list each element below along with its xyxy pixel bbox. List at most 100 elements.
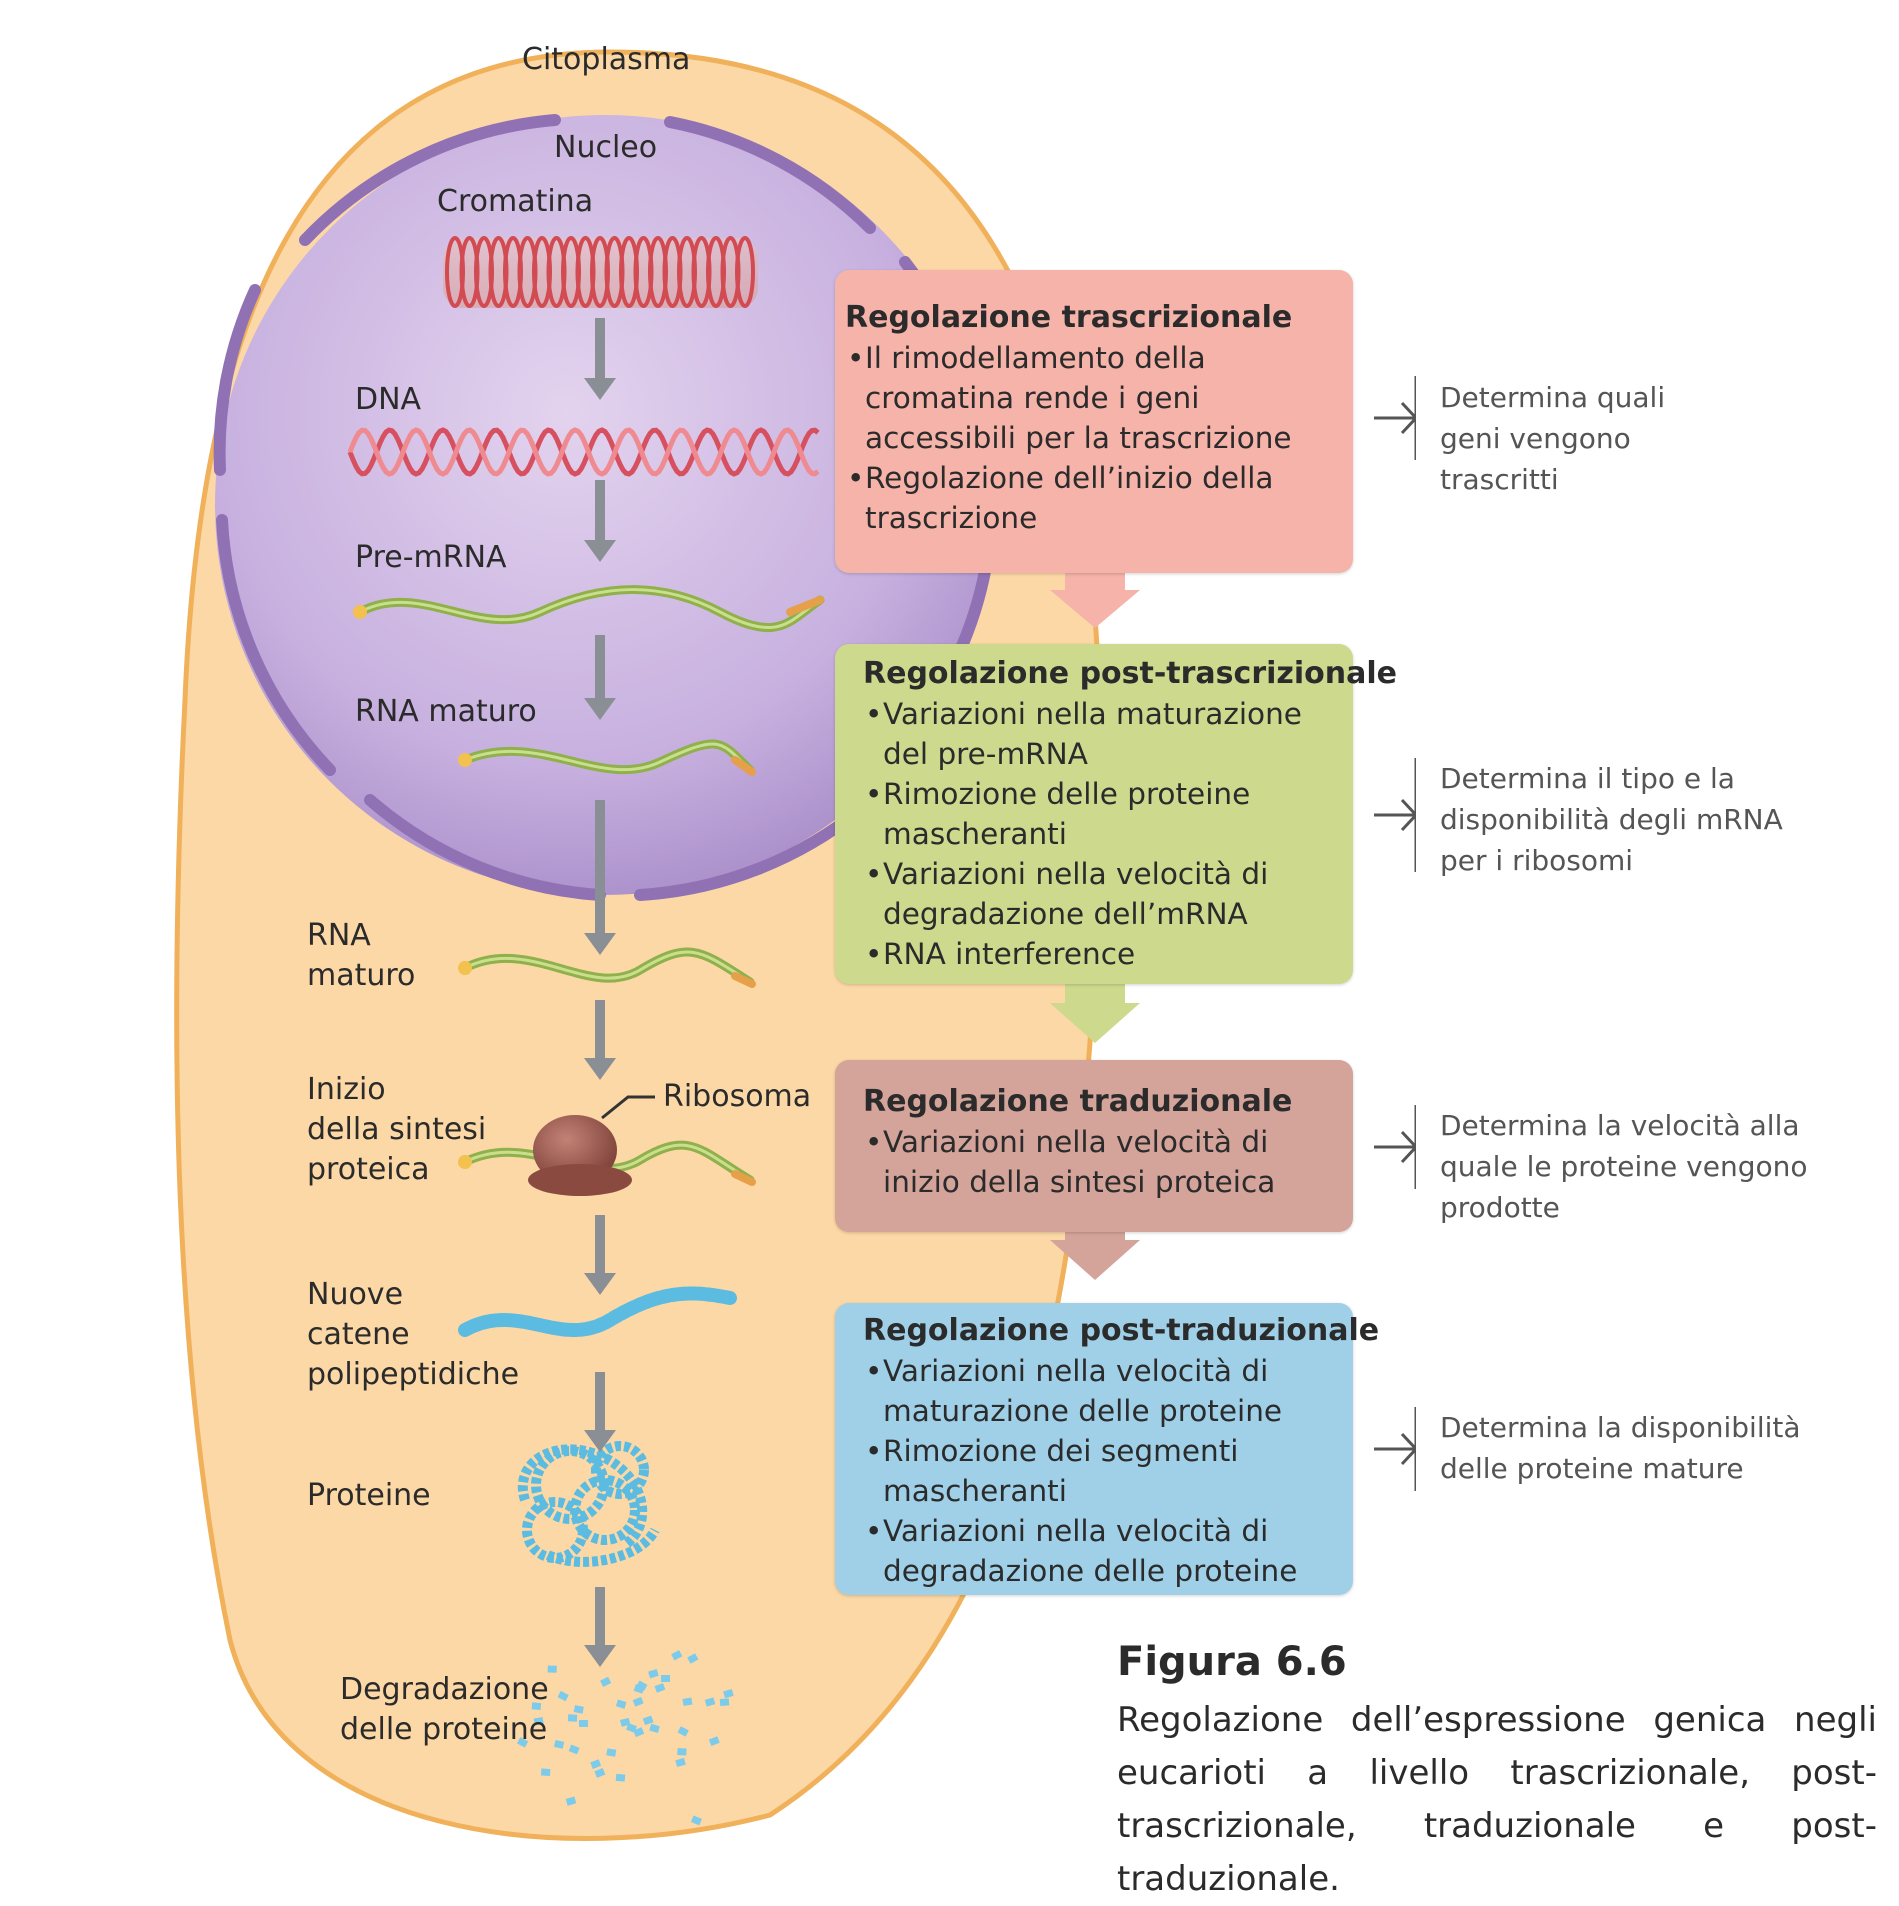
stage-box-post-translational: Regolazione post-traduzionale Variazioni…	[835, 1303, 1380, 1595]
mrna-strands	[353, 585, 825, 1186]
figure-caption: Figura 6.6 Regolazione dell’espressione …	[1117, 1636, 1877, 1906]
stage-title: Regolazione post-traduzionale	[863, 1313, 1380, 1348]
stage-box-translational: Regolazione traduzionale Variazioni nell…	[835, 1060, 1353, 1232]
protein-fragment	[565, 1796, 577, 1806]
label-proteins: Proteine	[307, 1478, 431, 1513]
dna-helix	[347, 427, 820, 477]
stage-item: Il rimodellamento della cromatina rende …	[845, 338, 1345, 458]
stage-item: Regolazione dell’inizio della trascrizio…	[845, 458, 1345, 538]
protein-fragment	[594, 1767, 606, 1778]
label-pre-mrna: Pre-mRNA	[355, 540, 507, 575]
nuclear-envelope	[213, 114, 996, 901]
protein-fragment	[567, 1714, 578, 1722]
label-degradation: Degradazione delle proteine	[340, 1672, 549, 1747]
ribosome	[528, 1095, 655, 1196]
protein-fragment	[615, 1699, 627, 1709]
flow-arrow-shaft	[595, 800, 605, 937]
polypeptide-chain	[458, 1286, 737, 1337]
label-mature-rna-cytoplasm: RNA maturo	[307, 918, 416, 993]
chromatin-loop	[735, 236, 755, 308]
stage-item: Variazioni nella velocità di degradazion…	[863, 1511, 1345, 1591]
bracket-1	[1374, 376, 1416, 460]
protein-fragment	[708, 1736, 720, 1746]
protein-fragment	[573, 1705, 584, 1714]
protein-fragment	[600, 1676, 612, 1688]
flow-arrow-head	[584, 540, 616, 562]
label-mature-rna-nucleus: RNA maturo	[355, 694, 537, 729]
protein-fragment	[682, 1697, 693, 1706]
protein-fragment	[636, 1680, 648, 1692]
stage-box-post-transcriptional: Regolazione post-trascrizionale Variazio…	[835, 644, 1397, 984]
protein-fragment	[642, 1715, 654, 1726]
protein-fragment	[677, 1726, 689, 1737]
stage-box-transcriptional: Regolazione trascrizionale Il rimodellam…	[835, 270, 1353, 573]
stage-item: Variazioni nella maturazione del pre-mRN…	[863, 694, 1345, 774]
note-translational: Determina la velocità alla quale le prot…	[1440, 1109, 1808, 1224]
protein-fragment	[553, 1740, 565, 1749]
protein-fragment	[533, 1717, 544, 1726]
stage-title: Regolazione post-trascrizionale	[863, 656, 1397, 691]
stage-connector-arrows	[1050, 572, 1140, 1280]
protein-fragment	[590, 1759, 602, 1770]
protein-fragment	[671, 1650, 683, 1661]
protein-fragment	[557, 1690, 569, 1702]
label-initiation: Inizio della sintesi proteica	[307, 1072, 487, 1187]
chromatin-coil	[443, 236, 758, 308]
stage-title: Regolazione traduzionale	[863, 1084, 1293, 1119]
label-cytoplasm: Citoplasma	[522, 42, 691, 77]
protein-fragment	[626, 1723, 637, 1733]
flow-arrow-head	[584, 1273, 616, 1295]
protein-fragment	[531, 1702, 542, 1711]
dna-strand	[347, 427, 820, 477]
bracket-4	[1374, 1407, 1416, 1491]
flow-arrow-shaft	[595, 1215, 605, 1277]
dna-strand	[347, 427, 820, 477]
note-post-translational: Determina la disponibilità delle protein…	[1440, 1411, 1801, 1485]
protein-fragment	[579, 1720, 588, 1727]
protein-fragment	[649, 1723, 660, 1733]
label-dna: DNA	[355, 382, 422, 417]
protein-fragment	[568, 1744, 580, 1755]
protein-fragment	[615, 1773, 626, 1782]
flow-arrow-shaft	[595, 1372, 605, 1434]
flow-arrow-head	[584, 1058, 616, 1080]
note-post-transcriptional: Determina il tipo e la disponibilità deg…	[1440, 762, 1783, 877]
flow-arrow-head	[584, 698, 616, 720]
protein-fragment	[687, 1653, 699, 1664]
flow-arrow-head	[584, 378, 616, 400]
flow-arrow-head	[584, 1645, 616, 1667]
caption-text: Regolazione dell’espressione genica negl…	[1117, 1700, 1877, 1899]
folded-protein	[517, 1441, 660, 1567]
flow-arrows	[584, 318, 616, 1667]
protein-fragment	[516, 1737, 529, 1748]
protein-fragment	[675, 1757, 686, 1768]
stage-item: Rimozione dei segmenti mascheranti	[863, 1431, 1345, 1511]
protein-fragment	[648, 1669, 659, 1679]
flow-arrow-shaft	[595, 1587, 605, 1649]
stage-item: Variazioni nella velocità di maturazione…	[863, 1351, 1345, 1431]
flow-arrow-head	[584, 1430, 616, 1452]
protein-fragment	[633, 1727, 645, 1738]
protein-fragment	[540, 1768, 551, 1777]
protein-fragment	[606, 1748, 617, 1757]
protein-fragment	[654, 1683, 666, 1693]
bracket-2	[1374, 758, 1416, 872]
caption-title: Figura 6.6	[1117, 1639, 1347, 1685]
stage-item: Variazioni nella velocità di degradazion…	[863, 854, 1345, 934]
stage-item: Rimozione delle proteine mascheranti	[863, 774, 1345, 854]
flow-arrow-shaft	[595, 1000, 605, 1062]
flow-arrow-shaft	[595, 318, 605, 382]
stage-item: RNA interference	[863, 934, 1345, 974]
note-transcriptional: Determina quali geni vengono trascritti	[1440, 381, 1666, 496]
label-chromatin: Cromatina	[437, 184, 594, 219]
flow-arrow-head	[584, 933, 616, 955]
bracket-3	[1374, 1105, 1416, 1189]
degraded-fragments	[516, 1650, 734, 1826]
protein-fragment	[632, 1696, 644, 1707]
protein-fragment	[661, 1675, 670, 1682]
label-nucleus: Nucleo	[554, 130, 658, 165]
stage-item: Variazioni nella velocità di inizio dell…	[863, 1122, 1345, 1202]
protein-fragment	[677, 1748, 687, 1756]
protein-fragment	[547, 1665, 557, 1673]
protein-fragment	[690, 1815, 702, 1826]
